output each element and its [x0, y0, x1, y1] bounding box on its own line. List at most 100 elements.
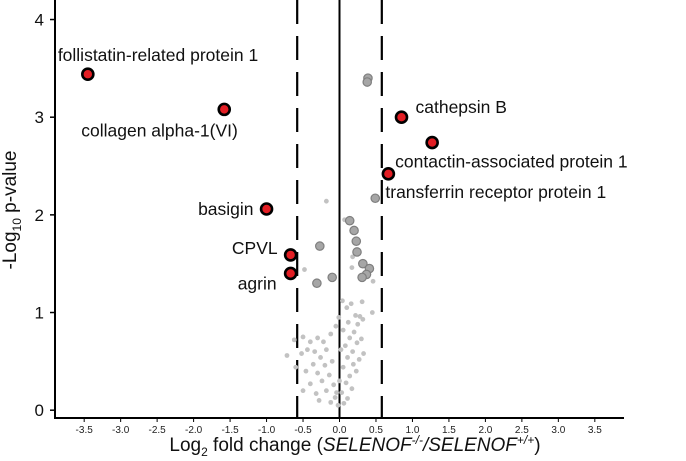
ns-point [328, 399, 334, 405]
x-tick-label: -1.5 [221, 425, 239, 436]
ns-point [284, 353, 290, 358]
ns-point [338, 347, 344, 353]
ns-point [326, 372, 332, 378]
y-axis-title: -Log10 p-value [0, 151, 24, 270]
ns-point [353, 313, 358, 318]
ns-point [303, 368, 309, 374]
ns-point [343, 380, 349, 386]
point-label: follistatin-related protein 1 [58, 45, 258, 65]
ns-point [347, 335, 353, 341]
ns-point [316, 398, 322, 403]
ns-point [354, 340, 360, 346]
ns-point [358, 336, 364, 342]
highlight-point [283, 266, 298, 281]
gray-point [349, 225, 359, 236]
highlight-point [81, 67, 95, 82]
ns-point [341, 400, 347, 406]
highlight-point [283, 248, 298, 262]
ns-point [348, 301, 354, 307]
x-tick-label: 2.5 [515, 425, 529, 436]
ns-point [340, 327, 346, 333]
x-tick-label: 1.5 [442, 425, 456, 436]
gray-point [357, 272, 367, 283]
x-tick-label: -0.5 [294, 425, 312, 436]
gray-point [344, 215, 355, 226]
y-tick-label: 1 [35, 304, 44, 323]
ns-point [336, 315, 342, 320]
ns-point [342, 343, 348, 349]
y-ticks: 0 1 2 3 4 [35, 11, 55, 420]
gray-point [312, 278, 322, 289]
ns-point [333, 323, 339, 329]
ns-point [339, 390, 345, 396]
ns-point [312, 349, 318, 354]
ns-point [319, 378, 325, 384]
ns-point [331, 382, 337, 388]
gray-point [358, 258, 368, 269]
point-labels: follistatin-related protein 1 collagen al… [58, 45, 628, 293]
ns-point [344, 305, 350, 311]
ns-point [307, 381, 313, 387]
point-label: cathepsin B [416, 97, 507, 117]
ns-point [323, 198, 329, 204]
ns-point [340, 364, 346, 370]
x-tick-label: -3.0 [112, 425, 130, 436]
ns-point [340, 298, 345, 304]
highlight-point [381, 167, 396, 181]
ns-point [300, 334, 306, 340]
x-tick-label: 0.0 [333, 425, 347, 436]
gray-point [315, 241, 325, 251]
ns-point [370, 278, 376, 284]
x-axis-title: Log2 fold change (SELENOF-/-/SELENOF+/+) [169, 433, 540, 459]
ns-point [305, 347, 310, 353]
gray-point [362, 77, 373, 87]
ns-point [334, 390, 339, 396]
gray-point [352, 247, 362, 257]
ns-point [350, 254, 356, 260]
x-tick-label: 2.0 [478, 425, 492, 436]
y-tick-label: 3 [35, 108, 44, 127]
ns-point [307, 339, 313, 345]
ns-point [351, 329, 357, 335]
ns-point [357, 314, 363, 319]
x-tick-label: 1.0 [405, 425, 419, 436]
ns-point [322, 362, 328, 368]
ns-point [310, 361, 316, 367]
gray-points [312, 73, 381, 289]
ns-point [323, 388, 329, 394]
ns-point [300, 388, 306, 394]
y-tick-label: 4 [35, 11, 44, 30]
ns-point [355, 321, 361, 327]
point-label: CPVL [232, 238, 278, 258]
ns-point [299, 351, 304, 356]
ns-point [345, 319, 351, 325]
ns-point [347, 373, 353, 379]
ns-point [349, 386, 355, 392]
point-label: collagen alpha-1(VI) [81, 120, 238, 140]
ns-point [321, 339, 326, 345]
ns-point [361, 351, 366, 356]
ns-point [356, 357, 362, 362]
ns-point [291, 337, 297, 343]
ns-point [315, 335, 321, 341]
y-tick-label: 2 [35, 206, 44, 225]
x-tick-label: 0.5 [369, 425, 383, 436]
gray-point [370, 193, 381, 204]
ns-point [350, 361, 356, 367]
highlight-point [217, 102, 232, 117]
ns-point [323, 347, 329, 353]
highlight-point [259, 202, 274, 216]
point-label: contactin-associated protein 1 [395, 152, 628, 172]
y-tick-label: 0 [35, 401, 44, 420]
point-label: agrin [238, 273, 277, 293]
point-label: transferrin receptor protein 1 [385, 182, 606, 202]
x-tick-label: -2.5 [149, 425, 167, 436]
ns-point [318, 355, 323, 360]
ns-point [349, 265, 355, 270]
ns-point [315, 370, 321, 376]
x-tick-label: 3.0 [551, 425, 565, 436]
ns-point [350, 349, 356, 354]
ns-point [302, 267, 307, 272]
